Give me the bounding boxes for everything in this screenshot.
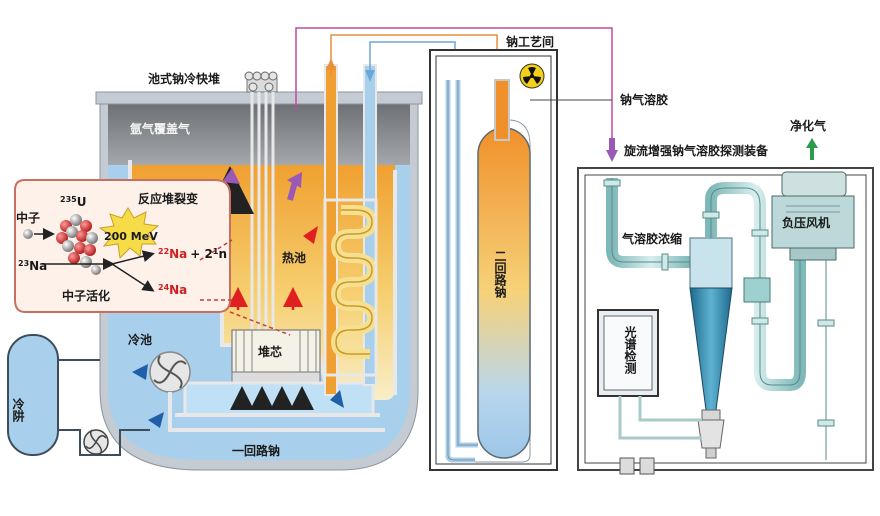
sodium-aerosol-label: 钠气溶胶 — [620, 92, 668, 107]
na24-label: 24Na — [158, 283, 187, 297]
fan-label: 负压风机 — [782, 215, 830, 230]
na22-reaction-label: 22Na+ 21n — [158, 247, 227, 261]
heat-exchanger — [323, 64, 378, 396]
aerosol-arrow — [606, 150, 618, 162]
core-label: 堆芯 — [258, 344, 282, 359]
fission-inset — [14, 179, 291, 336]
cold-trap-label: 冷阱 — [11, 397, 25, 423]
spectral-label: 光谱检测 — [623, 325, 637, 375]
argon-cover-label: 氩气覆盖气 — [129, 121, 190, 136]
radiation-icon — [519, 63, 545, 89]
cold-pool-label: 冷池 — [128, 332, 152, 347]
sodium-process-label: 钠工艺间 — [506, 34, 554, 49]
fission-title: 反应堆裂变 — [138, 191, 198, 206]
neutron-icon — [23, 229, 33, 239]
detector-label: 旋流增强钠气溶胶探测装备 — [623, 143, 769, 158]
hot-pool-label: 热池 — [282, 250, 306, 265]
activation-label: 中子活化 — [62, 288, 110, 303]
neutron-label: 中子 — [16, 210, 40, 225]
secondary-loop — [326, 34, 558, 471]
clean-gas-label: 净化气 — [790, 118, 826, 133]
reactor-title: 池式钠冷快堆 — [148, 71, 220, 86]
negative-pressure-fan — [771, 171, 855, 261]
aerosol-pipe — [295, 27, 613, 160]
energy-starburst-icon — [98, 207, 160, 260]
cold-trap — [7, 334, 150, 456]
na23-label: 23Na — [18, 259, 47, 273]
reactor-core — [231, 329, 321, 383]
nucleus-icon — [56, 214, 98, 268]
secondary-loop-label: 二回路钠 — [493, 250, 507, 299]
cyclone-concentrator — [689, 237, 733, 459]
energy-label: 200 MeV — [104, 230, 158, 243]
pump-icon — [149, 351, 191, 393]
u235-label: 235U — [60, 195, 86, 209]
control-rods — [244, 71, 278, 345]
primary-loop-label: 一回路钠 — [232, 443, 280, 458]
clean-gas-arrow — [806, 138, 818, 148]
aerosol-detector — [577, 138, 874, 475]
concentrator-label: 气溶胶浓缩 — [621, 231, 682, 246]
